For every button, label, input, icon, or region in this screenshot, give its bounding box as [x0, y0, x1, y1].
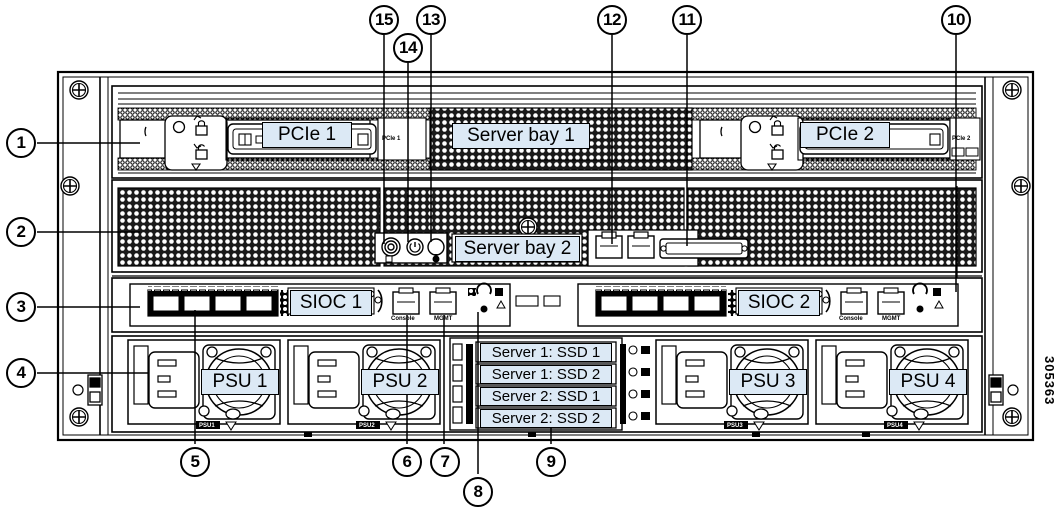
callout-4[interactable]: 4	[6, 358, 36, 388]
label-psu-1: PSU 1	[201, 369, 279, 395]
silkscreen-sioc2-port2: MGMT	[882, 316, 901, 322]
label-psu-4: PSU 4	[889, 369, 967, 395]
label-psu-2: PSU 2	[361, 369, 439, 395]
silkscreen-sioc1-port2: MGMT	[434, 316, 453, 322]
label-server2-ssd2: Server 2: SSD 2	[480, 409, 612, 428]
callout-10[interactable]: 10	[941, 5, 971, 35]
callout-6[interactable]: 6	[392, 447, 422, 477]
callout-9[interactable]: 9	[536, 447, 566, 477]
label-server2-ssd1: Server 2: SSD 1	[480, 387, 612, 406]
label-sioc-1: SIOC 1	[290, 290, 372, 316]
label-pcie-1: PCIe 1	[262, 122, 352, 148]
callout-3[interactable]: 3	[6, 292, 36, 322]
label-server-bay-2: Server bay 2	[455, 236, 580, 262]
callout-2[interactable]: 2	[6, 217, 36, 247]
drawing-id: 305363	[1042, 356, 1057, 406]
callout-15[interactable]: 15	[369, 5, 399, 35]
silkscreen-sioc1-port1: Console	[391, 316, 415, 322]
label-pcie-2: PCIe 2	[800, 122, 890, 148]
silkscreen-pcie-slot-1: PCIe 1	[382, 136, 401, 142]
label-server-bay-1: Server bay 1	[452, 123, 590, 149]
callout-13[interactable]: 13	[416, 5, 446, 35]
silkscreen-psu3-tag: PSU3	[727, 423, 743, 429]
callout-5[interactable]: 5	[180, 447, 210, 477]
callout-12[interactable]: 12	[597, 5, 627, 35]
callout-7[interactable]: 7	[430, 447, 460, 477]
silkscreen-pcie-slot-2: PCIe 2	[952, 136, 971, 142]
label-psu-3: PSU 3	[729, 369, 807, 395]
silkscreen-psu1-tag: PSU1	[199, 423, 215, 429]
label-sioc-2: SIOC 2	[738, 290, 820, 316]
silkscreen-psu4-tag: PSU4	[887, 423, 903, 429]
callout-14[interactable]: 14	[393, 33, 423, 63]
label-server1-ssd1: Server 1: SSD 1	[480, 343, 612, 362]
callout-1[interactable]: 1	[6, 128, 36, 158]
callout-8[interactable]: 8	[463, 477, 493, 507]
callout-11[interactable]: 11	[672, 5, 702, 35]
label-server1-ssd2: Server 1: SSD 2	[480, 365, 612, 384]
silkscreen-sioc2-port1: Console	[839, 316, 863, 322]
silkscreen-psu2-tag: PSU2	[359, 423, 375, 429]
